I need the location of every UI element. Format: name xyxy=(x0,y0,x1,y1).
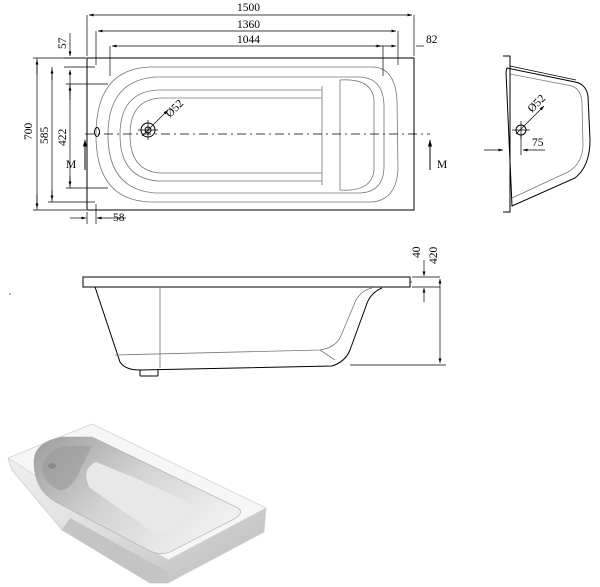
render-overflow-hole xyxy=(48,463,56,469)
side-outline xyxy=(505,67,591,207)
front-rim xyxy=(82,276,411,288)
front-body xyxy=(94,286,383,371)
bathtub-3d-render xyxy=(7,423,267,584)
top-bottom-u-inner xyxy=(129,97,322,174)
dim-82: 82 xyxy=(426,34,438,46)
section-mark-left: M xyxy=(66,159,76,171)
dim-700: 700 xyxy=(23,123,35,141)
overflow-diameter-label: Ø52 xyxy=(526,92,549,115)
dim-75: 75 xyxy=(532,137,544,149)
section-mark-right: M xyxy=(437,159,447,171)
dim-1500: 1500 xyxy=(237,2,260,14)
top-view: Ø52 M M 1500 1360 1044 82 57 xyxy=(23,2,447,224)
front-view: 40 420 xyxy=(82,246,446,377)
headrest-curve xyxy=(339,79,375,191)
dim-58: 58 xyxy=(113,212,125,224)
dim-422: 422 xyxy=(57,129,69,147)
dim-1044: 1044 xyxy=(237,34,260,46)
top-inner-rim xyxy=(95,66,399,203)
top-bottom-u xyxy=(119,89,322,182)
drain-diameter-label: Ø52 xyxy=(164,97,187,120)
side-view: Ø52 75 xyxy=(484,55,591,213)
dim-420: 420 xyxy=(428,247,440,265)
dim-585: 585 xyxy=(39,127,51,145)
dim-57: 57 xyxy=(57,37,69,49)
dim-1360: 1360 xyxy=(237,19,260,31)
dim-40: 40 xyxy=(411,246,423,258)
top-bottom-contour xyxy=(107,76,385,194)
